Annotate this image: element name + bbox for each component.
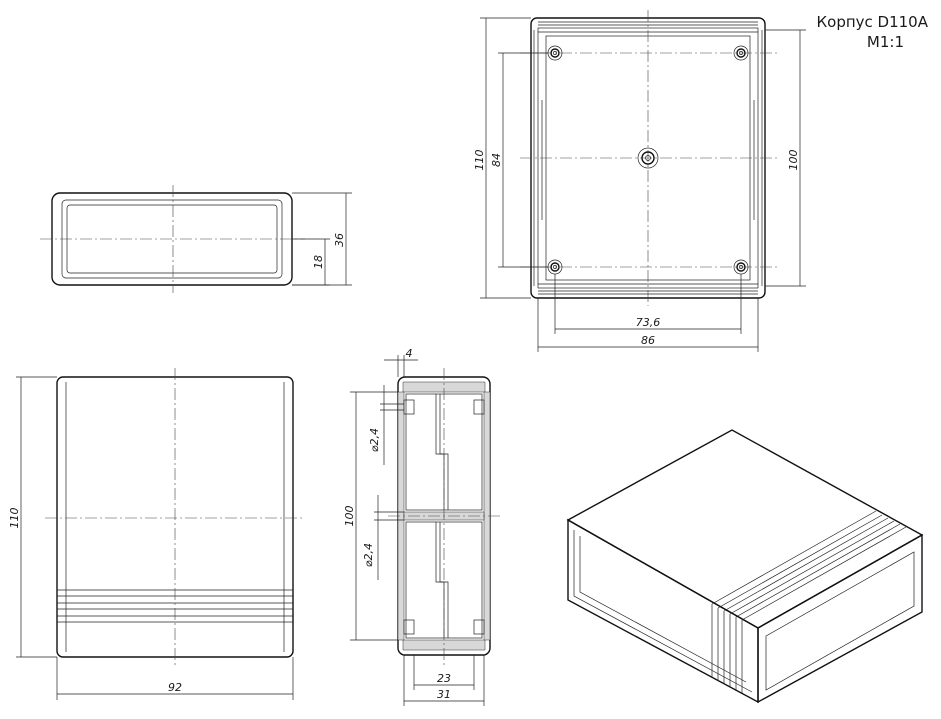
- section-wall-left: [397, 391, 405, 641]
- dim-section-height: 100: [343, 506, 356, 527]
- dim-top-width: 100: [787, 150, 800, 171]
- dim-front-inner: 18: [312, 255, 325, 269]
- drawing-scale: M1:1: [867, 33, 904, 51]
- dim-front-height: 36: [333, 233, 346, 247]
- drawing-title: Корпус D110A: [817, 13, 929, 31]
- section-view: 4 ⌀2,4 ⌀2,4 100 23 31: [343, 347, 500, 706]
- iso-right-face: [757, 533, 923, 704]
- dim-section-hole-top: ⌀2,4: [368, 428, 381, 452]
- iso-left-face: [567, 518, 759, 704]
- isometric-view: [566, 429, 924, 704]
- screw-boss-center: [637, 147, 659, 169]
- dim-side-height: 110: [8, 508, 21, 529]
- side-view: 110 92: [8, 368, 305, 700]
- dim-section-hole-bottom: ⌀2,4: [362, 543, 375, 567]
- dim-top-length: 110: [473, 150, 486, 171]
- section-wall-right: [483, 391, 491, 641]
- front-view: 36 18: [40, 185, 352, 293]
- dim-section-outer: 31: [437, 688, 451, 701]
- top-view-inner-rim: [537, 27, 759, 289]
- dim-top-hole-span: 73,6: [636, 316, 661, 329]
- dim-section-wall: 4: [406, 347, 413, 360]
- top-view: 110 84 100 73,6 86: [473, 10, 806, 352]
- screw-boss-top-right: [733, 45, 749, 61]
- dim-top-outer: 86: [641, 334, 655, 347]
- dim-section-inner: 23: [437, 672, 451, 685]
- dim-top-inner: 84: [490, 153, 503, 167]
- dim-side-width: 92: [168, 681, 182, 694]
